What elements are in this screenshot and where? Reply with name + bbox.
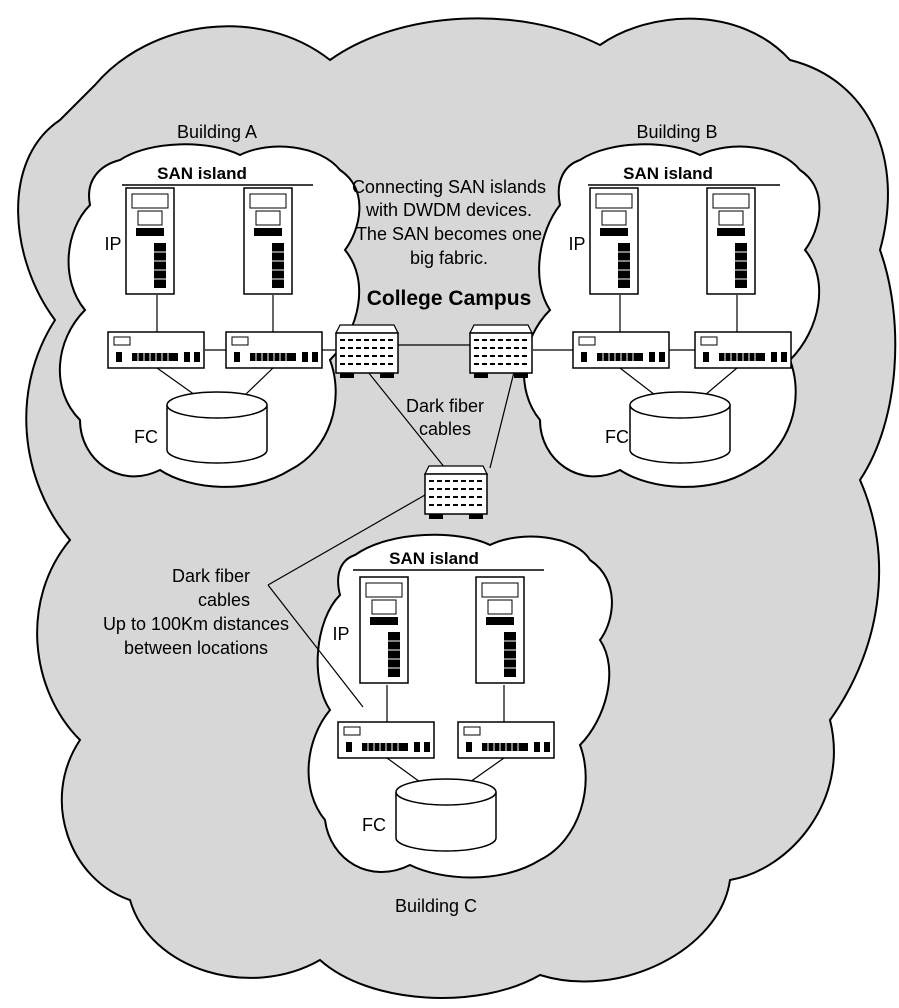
caption-line-2: with DWDM devices. (365, 200, 532, 220)
building-b-switch-2 (694, 331, 792, 369)
dark-fiber-center-line-2: cables (419, 419, 471, 439)
building-b-switch-1 (572, 331, 670, 369)
building-b-label: Building B (636, 122, 717, 142)
building-a-ip-label: IP (104, 234, 121, 254)
building-c-server-1 (359, 576, 409, 684)
building-a-label: Building A (177, 122, 257, 142)
dwdm-device-left (335, 324, 399, 378)
distance-note-line-2: between locations (124, 638, 268, 658)
building-a-storage-disk (166, 391, 268, 464)
caption-line-3: The SAN becomes one (356, 224, 542, 244)
building-c-ip-label: IP (332, 624, 349, 644)
building-c-server-2 (475, 576, 525, 684)
dark-fiber-left-line-1: Dark fiber (172, 566, 250, 586)
building-c-switch-1 (337, 721, 435, 759)
building-b-ip-label: IP (568, 234, 585, 254)
building-b-server-2 (706, 187, 756, 295)
building-a-switch-1 (107, 331, 205, 369)
building-a-fc-label: FC (134, 427, 158, 447)
building-c-island-label: SAN island (389, 549, 479, 568)
building-a-server-2 (243, 187, 293, 295)
caption-line-1: Connecting SAN islands (352, 177, 546, 197)
building-b-storage-disk (629, 391, 731, 464)
building-c-fc-label: FC (362, 815, 386, 835)
building-b-island-label: SAN island (623, 164, 713, 183)
dark-fiber-left-line-2: cables (198, 590, 250, 610)
campus-title: College Campus (367, 287, 532, 310)
building-b-server-1 (589, 187, 639, 295)
caption-line-4: big fabric. (410, 248, 488, 268)
distance-note-line-1: Up to 100Km distances (103, 614, 289, 634)
building-a-server-1 (125, 187, 175, 295)
building-c-storage-disk (395, 778, 497, 852)
dwdm-device-bottom (424, 465, 488, 519)
building-c-switch-2 (457, 721, 555, 759)
building-a-island-label: SAN island (157, 164, 247, 183)
dark-fiber-center-line-1: Dark fiber (406, 396, 484, 416)
building-c-label: Building C (395, 896, 477, 916)
building-b-fc-label: FC (605, 427, 629, 447)
building-a-switch-2 (225, 331, 323, 369)
dwdm-device-right (469, 324, 533, 378)
